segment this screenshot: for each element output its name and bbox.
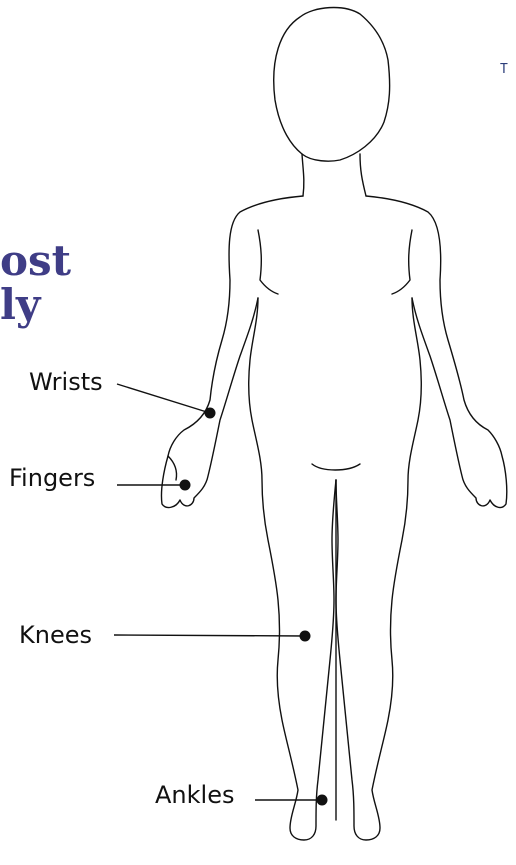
right-torso-outline bbox=[336, 298, 421, 840]
neck-outline bbox=[302, 154, 304, 196]
fingers-marker bbox=[180, 480, 191, 491]
left-bust-outline bbox=[258, 230, 278, 294]
fingers-label: Fingers bbox=[9, 466, 95, 490]
knees-label: Knees bbox=[19, 623, 92, 647]
left-thumb-outline bbox=[168, 456, 177, 480]
crotch-outline bbox=[312, 464, 360, 470]
ankles-marker bbox=[317, 795, 328, 806]
neck-outline-right bbox=[360, 154, 366, 196]
wrists-leader-line bbox=[117, 384, 210, 413]
right-arm-outline bbox=[366, 196, 507, 507]
left-arm-outline bbox=[161, 196, 303, 507]
right-bust-outline bbox=[392, 230, 412, 294]
left-torso-outline bbox=[249, 298, 336, 840]
wrists-label: Wrists bbox=[29, 370, 103, 394]
knees-marker bbox=[300, 631, 311, 642]
wrists-marker bbox=[205, 408, 216, 419]
ankles-label: Ankles bbox=[155, 783, 234, 807]
head-outline bbox=[274, 8, 390, 162]
knees-leader-line bbox=[114, 635, 305, 636]
